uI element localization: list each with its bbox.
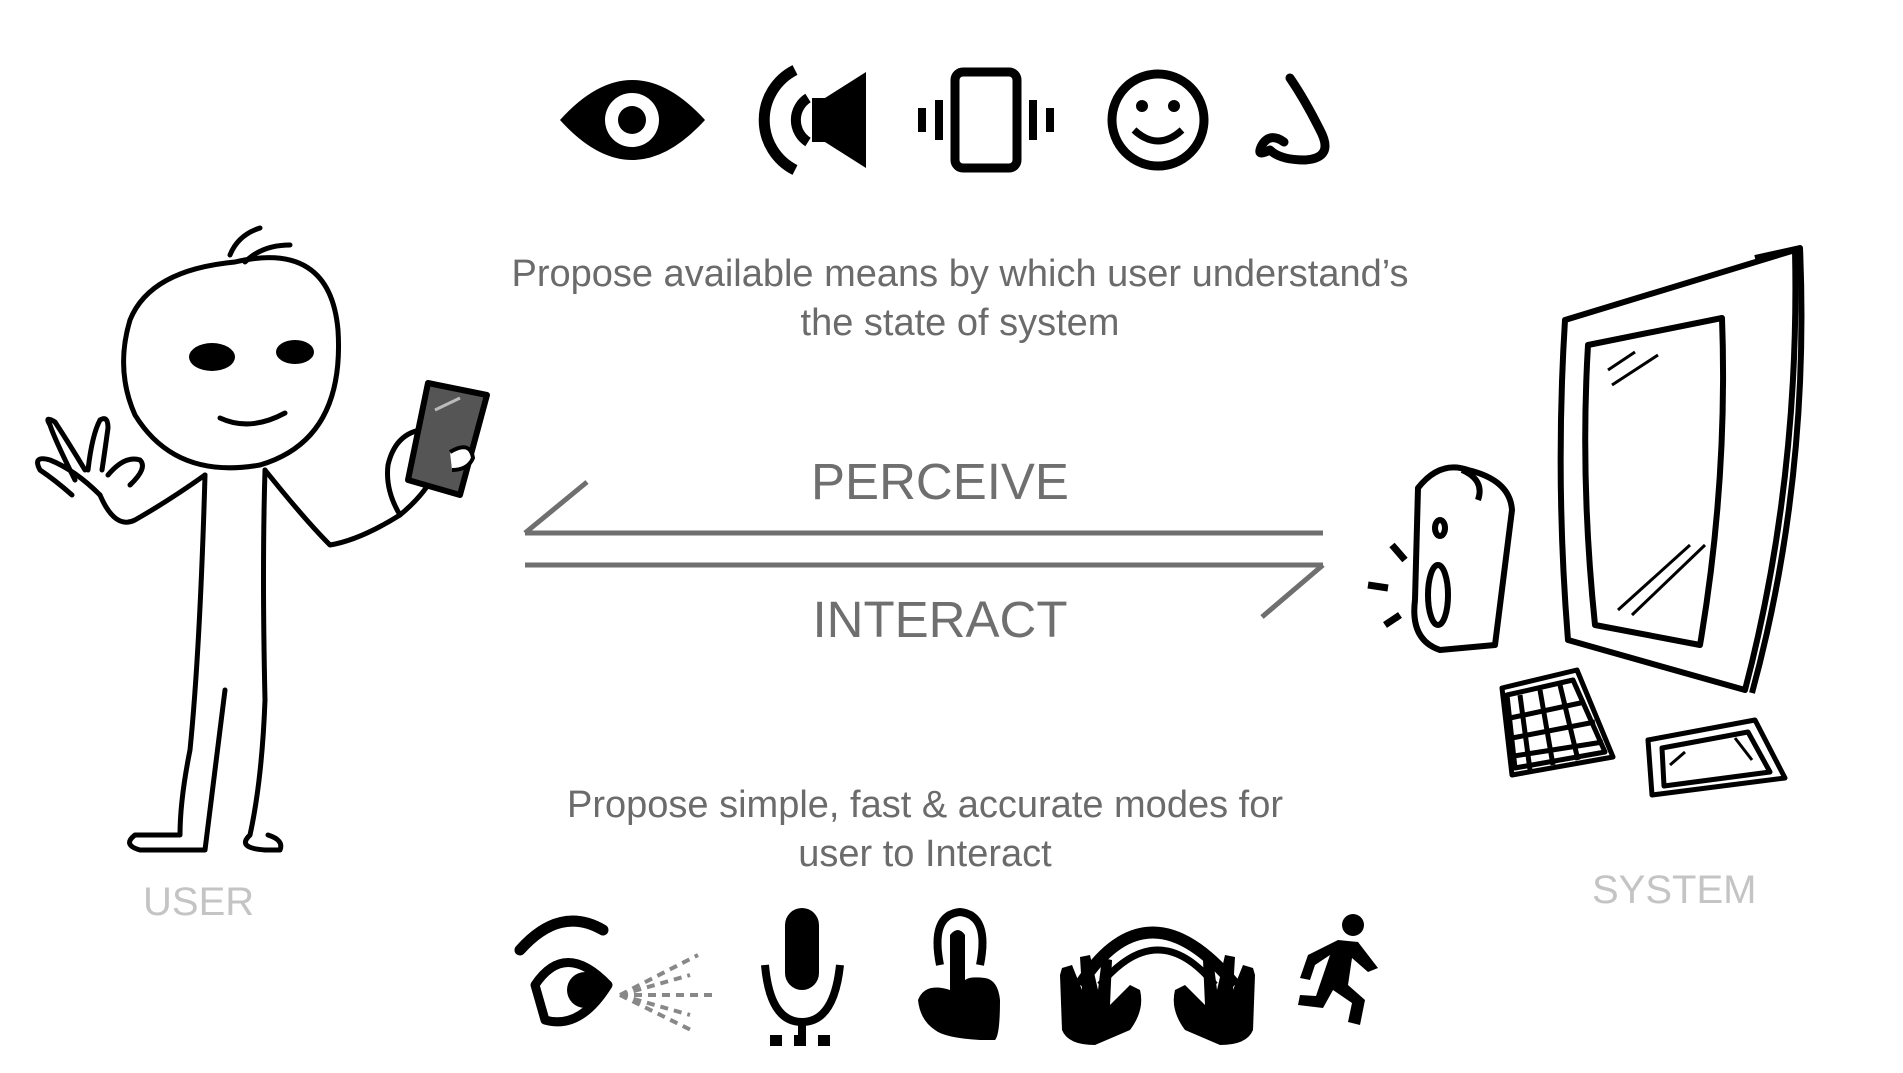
eye-icon	[560, 80, 705, 160]
microphone-icon	[761, 908, 844, 1046]
interact-caption: Propose simple, fast & accurate modes fo…	[480, 781, 1370, 879]
running-person-icon	[1298, 914, 1378, 1025]
perceive-arrow	[523, 480, 1323, 536]
nose-icon	[1255, 73, 1330, 165]
touch-icon	[918, 907, 1000, 1040]
perceive-caption-line1: Propose available means by which user un…	[511, 253, 1409, 295]
perceive-caption: Propose available means by which user un…	[440, 250, 1480, 348]
smiley-icon	[1107, 69, 1209, 171]
user-left-eye	[189, 343, 235, 371]
keyboard-icon	[1499, 667, 1616, 778]
gesture-hands-icon	[1060, 926, 1255, 1045]
speaker-device-icon	[1367, 464, 1515, 653]
trackpad-icon	[1645, 717, 1788, 798]
interact-caption-line1: Propose simple, fast & accurate modes fo…	[567, 784, 1283, 826]
interact-label: INTERACT	[812, 591, 1068, 648]
system-label: SYSTEM	[1592, 868, 1757, 912]
user-right-eye	[276, 340, 314, 364]
monitor-icon	[1557, 245, 1805, 694]
eye-gaze-icon	[514, 915, 718, 1034]
interact-arrow	[525, 562, 1325, 619]
user-label: USER	[143, 880, 255, 924]
perceive-caption-line2: the state of system	[800, 302, 1120, 344]
phone-icon	[405, 380, 490, 498]
speaker-icon	[758, 65, 866, 175]
vibrating-phone-icon	[918, 67, 1054, 173]
interact-caption-line2: user to Interact	[798, 833, 1052, 875]
perceive-label: PERCEIVE	[811, 453, 1069, 510]
